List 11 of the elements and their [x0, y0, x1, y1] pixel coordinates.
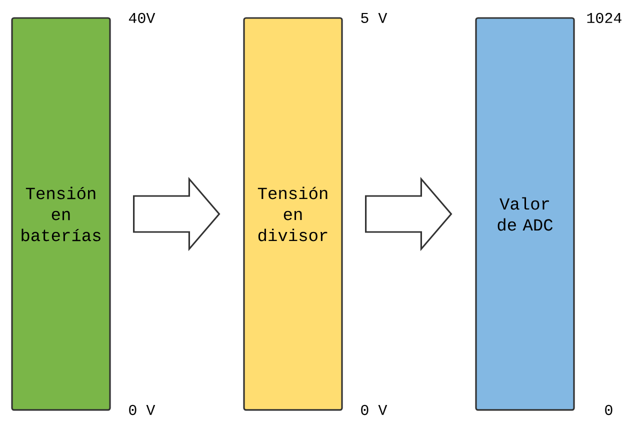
value-label: 0	[605, 404, 612, 416]
bar: Valor de ADC	[475, 17, 575, 411]
value-label: 0 V	[129, 404, 156, 416]
value-label: 1024	[587, 12, 622, 24]
block-arrow	[133, 176, 220, 252]
bar: Tensión en baterías	[11, 17, 111, 411]
value-label: 0 V	[361, 404, 388, 416]
value-label: 40V	[128, 12, 156, 24]
block-arrow	[365, 176, 452, 252]
bar: Tensión en divisor	[243, 17, 343, 411]
value-label: 5 V	[361, 12, 388, 23]
